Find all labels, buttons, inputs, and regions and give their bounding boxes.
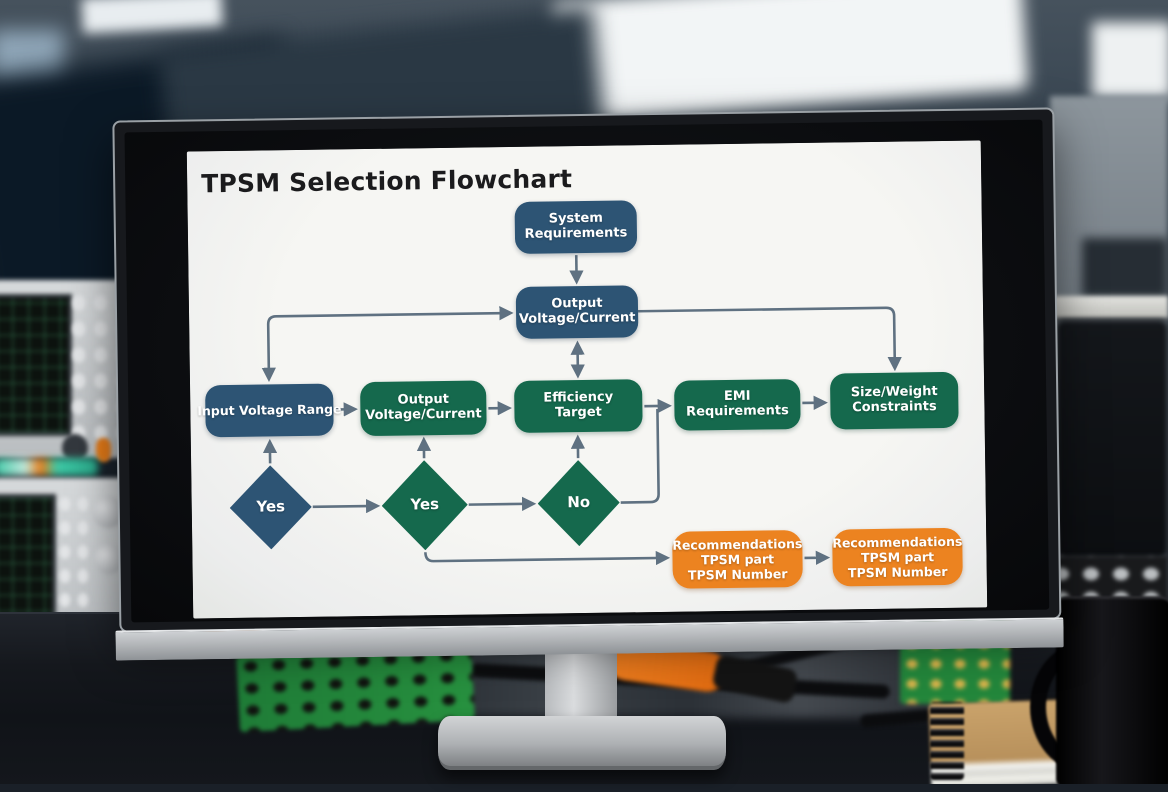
shelf-equipment [1082, 238, 1168, 298]
equipment-led-strip [0, 458, 98, 476]
coffee-mug [1056, 596, 1168, 784]
second-monitor-back [1056, 320, 1168, 558]
shelf-edge [1042, 296, 1168, 321]
circuit-board-flat [236, 644, 475, 732]
ceiling-shadow [159, 6, 616, 285]
oscilloscope-knob [94, 544, 124, 574]
oscilloscope-buttons [68, 290, 122, 450]
monitor-stand-base [438, 716, 726, 770]
circuit-board-right [900, 614, 1010, 704]
oscilloscope-orange-knob [96, 438, 111, 462]
oscilloscope-screen [0, 294, 72, 436]
ceiling-light-corner [1092, 22, 1168, 98]
oscilloscope-knob [92, 496, 124, 528]
notebook-spiral [930, 702, 964, 780]
